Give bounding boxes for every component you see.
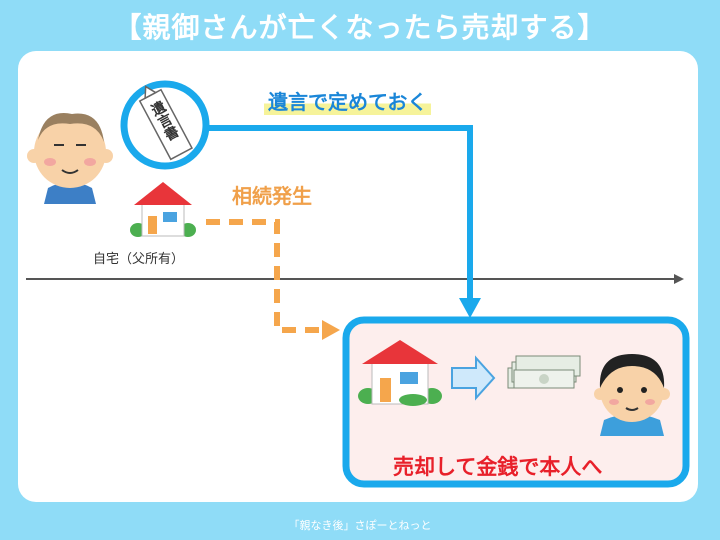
home-icon: [130, 182, 196, 237]
inheritance-label: 相続発生: [232, 184, 312, 208]
timeline-arrow: [26, 274, 684, 284]
will-document-icon: 遺言書: [120, 80, 210, 170]
person-avatar: [594, 354, 670, 436]
footer-credit: 「親なき後」さぽーとねっと: [288, 519, 432, 532]
will-label: 遺言で定めておく: [264, 86, 432, 115]
result-home-icon: [358, 340, 442, 406]
page-title: 【親御さんが亡くなったら売却する】: [113, 11, 607, 44]
result-label: 売却して金銭で本人へ: [393, 455, 603, 479]
will-path-arrow: [202, 125, 481, 318]
father-avatar: [27, 113, 113, 204]
convert-arrow-icon: [451, 355, 496, 401]
home-label: 自宅（父所有）: [93, 252, 185, 267]
inheritance-path-arrow: [206, 219, 340, 340]
money-stack-icon: [507, 355, 581, 389]
